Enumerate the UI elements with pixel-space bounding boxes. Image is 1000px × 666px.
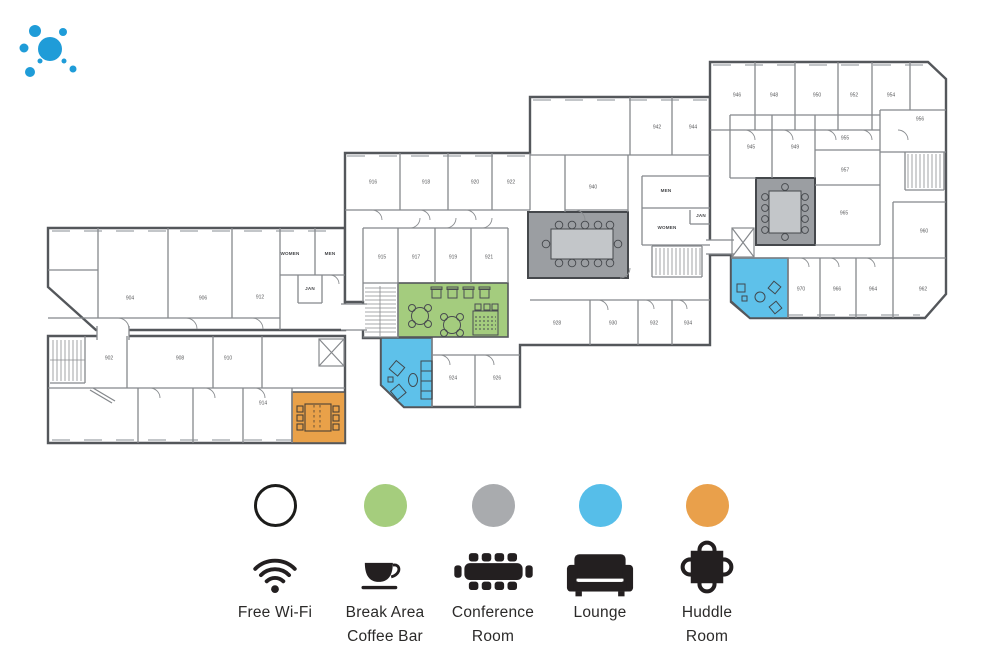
furniture bbox=[296, 183, 809, 432]
window-ticks bbox=[52, 64, 923, 441]
door-arcs bbox=[117, 129, 909, 399]
lounge-1-zone bbox=[380, 337, 433, 408]
legend-label: Free Wi-Fi bbox=[237, 604, 313, 621]
legend-item-lounge: Lounge bbox=[535, 484, 665, 626]
huddle-table bbox=[296, 403, 340, 432]
legend-label: Huddle bbox=[681, 604, 733, 621]
cafe-table-1 bbox=[408, 304, 432, 328]
coffee-cup-icon bbox=[357, 533, 413, 599]
legend-label: Break Area bbox=[345, 604, 425, 621]
right-building bbox=[708, 60, 948, 320]
legend-circle-wifi bbox=[253, 484, 297, 527]
elevator-right bbox=[731, 227, 755, 258]
lounge-2-furniture bbox=[736, 280, 783, 315]
legend-circle-lounge bbox=[578, 484, 622, 527]
legend-circle-break-area bbox=[363, 484, 407, 527]
cafe-table-2 bbox=[440, 313, 464, 337]
stairs-middle-building bbox=[365, 286, 396, 336]
interior-walls bbox=[48, 62, 946, 443]
bar-chairs bbox=[430, 286, 491, 299]
logo-dots bbox=[19, 25, 77, 77]
legend-item-huddle-room: Huddle Room bbox=[642, 484, 772, 647]
stairs-right-building bbox=[907, 154, 941, 188]
legend-item-free-wifi: Free Wi-Fi bbox=[210, 484, 340, 626]
exterior-walls bbox=[46, 60, 948, 445]
logo bbox=[19, 25, 77, 77]
huddle-table-icon bbox=[678, 533, 736, 599]
stairwells bbox=[50, 154, 941, 381]
stairs-left-building bbox=[50, 340, 85, 381]
legend-circle-conference bbox=[471, 484, 515, 527]
elevators bbox=[318, 227, 755, 367]
break-area-furniture bbox=[408, 286, 499, 337]
legend-item-conference-room: Conference Room bbox=[428, 484, 558, 647]
lounge-1-furniture bbox=[387, 359, 433, 401]
wifi-icon bbox=[249, 533, 301, 599]
break-long-table bbox=[472, 303, 499, 336]
conference-table-2 bbox=[761, 183, 809, 241]
legend-label-line2: Room bbox=[685, 628, 729, 645]
legend-label: Conference bbox=[451, 604, 535, 621]
conference-table-1 bbox=[541, 220, 623, 268]
huddle-room-zone bbox=[291, 391, 346, 444]
legend-circle-huddle bbox=[685, 484, 729, 527]
legend-label-line2: Coffee Bar bbox=[347, 628, 423, 645]
legend-item-break-area: Break Area Coffee Bar bbox=[320, 484, 450, 647]
legend-label-line2: Room bbox=[471, 628, 515, 645]
left-building-upper-wing bbox=[46, 226, 347, 332]
legend-label: Lounge bbox=[573, 604, 627, 621]
conference-table-icon bbox=[446, 533, 541, 599]
stairs-midright-building bbox=[655, 248, 701, 275]
elevator-left bbox=[318, 338, 345, 367]
corridor-connectors bbox=[96, 239, 734, 340]
sofa-icon bbox=[562, 533, 638, 599]
